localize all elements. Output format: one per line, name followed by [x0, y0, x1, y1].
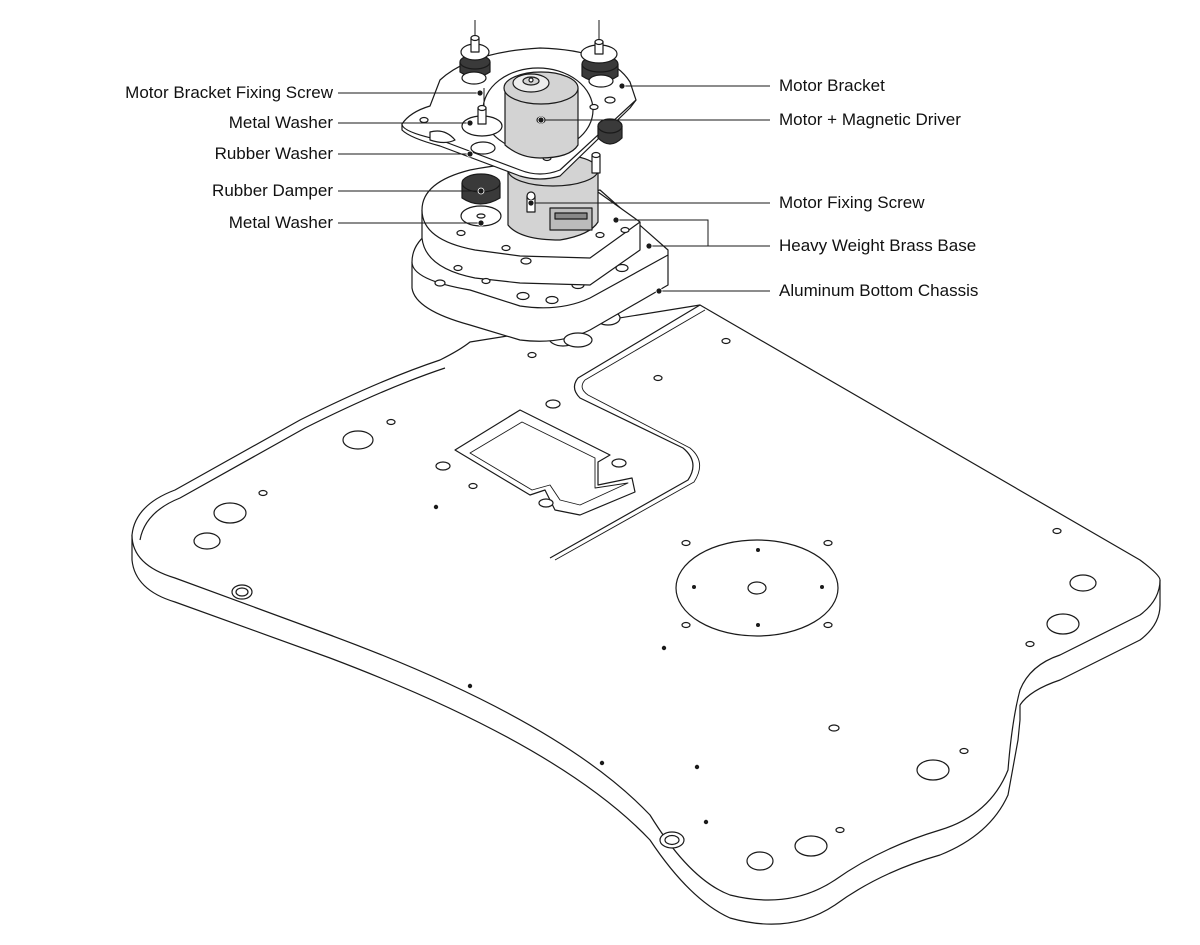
motor-body — [507, 153, 599, 241]
damper-stack-right-front — [591, 118, 623, 174]
label-rubber-washer: Rubber Washer — [214, 144, 333, 163]
label-rubber-damper: Rubber Damper — [212, 181, 333, 200]
damper-stack-right-top — [580, 38, 619, 88]
leader-lines — [338, 85, 770, 292]
label-motor-magnetic-driver: Motor + Magnetic Driver — [779, 110, 961, 129]
explode-axis-lines — [474, 20, 600, 106]
motor-magnetic-driver — [503, 71, 579, 159]
damper-stack-left-top — [459, 34, 491, 85]
label-brass-base: Heavy Weight Brass Base — [779, 236, 977, 255]
label-motor-fixing-screw: Motor Fixing Screw — [779, 193, 925, 212]
label-motor-bracket: Motor Bracket — [779, 76, 885, 95]
label-motor-bracket-fixing-screw: Motor Bracket Fixing Screw — [125, 83, 333, 102]
label-metal-washer-top: Metal Washer — [228, 113, 333, 132]
label-bottom-chassis: Aluminum Bottom Chassis — [779, 281, 979, 300]
label-metal-washer-bottom: Metal Washer — [228, 213, 333, 232]
leader-dots — [466, 82, 663, 295]
aluminum-bottom-chassis — [131, 304, 1161, 925]
